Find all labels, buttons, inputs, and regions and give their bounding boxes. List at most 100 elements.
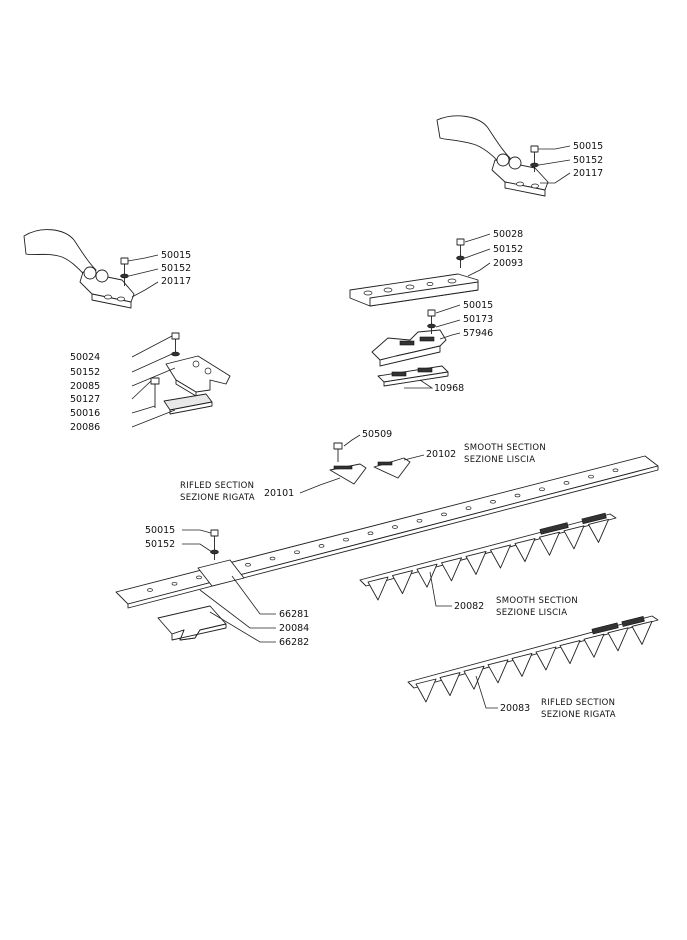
bar-hole	[318, 544, 325, 548]
blade-tooth	[439, 672, 461, 697]
label-50173: 50173	[463, 314, 493, 325]
label-20102: 20102	[426, 449, 456, 460]
label-50028: 50028	[493, 229, 523, 240]
section-rifled-small	[329, 463, 367, 485]
top-right-leaders	[538, 145, 571, 184]
blade-tooth	[631, 620, 653, 645]
leader-20082	[429, 571, 452, 607]
blade-tooth	[416, 563, 438, 588]
blade-tooth	[487, 659, 509, 684]
note-rifled-en-bottom: RIFLED SECTION	[541, 698, 615, 708]
label-20117-left: 20117	[161, 276, 191, 287]
label-50152-plate: 50152	[493, 244, 523, 255]
head-assembly-leaders	[131, 335, 176, 428]
blade-tooth	[607, 627, 629, 652]
top-right-clamp-assembly	[436, 115, 549, 197]
leader-20102	[403, 454, 425, 461]
bar-plate-66281	[197, 529, 245, 587]
blade-smooth-20082	[359, 512, 617, 601]
bar-hole	[294, 550, 300, 554]
blade-tooth	[559, 640, 581, 665]
label-20093: 20093	[493, 258, 523, 269]
label-50015-top-right: 50015	[573, 141, 603, 152]
bar-leaders	[182, 529, 276, 643]
bar-hole	[147, 588, 153, 592]
rivet-50509	[333, 434, 361, 462]
blade-rifled-20083	[407, 615, 659, 703]
blade-tooth	[465, 550, 487, 575]
label-50509: 50509	[362, 429, 392, 440]
blade-tooth	[463, 665, 485, 690]
note-smooth-en-top: SMOOTH SECTION	[464, 443, 546, 453]
note-rifled-it-left: SEZIONE RIGATA	[180, 493, 255, 503]
label-66282: 66282	[279, 637, 309, 648]
blade-tooth	[588, 518, 609, 543]
bar-hole	[416, 518, 423, 523]
bar-hole	[514, 493, 521, 498]
blade-tooth	[367, 576, 389, 601]
section-smooth-small	[373, 457, 411, 479]
blade-tooth	[490, 544, 511, 569]
bar-hole	[196, 575, 202, 580]
bar-hole	[343, 537, 349, 542]
label-20085: 20085	[70, 381, 100, 392]
bar-hole	[539, 487, 545, 491]
label-50015-left: 50015	[161, 250, 191, 261]
plate-leaders	[464, 233, 491, 277]
note-rifled-it-bottom: SEZIONE RIGATA	[541, 710, 616, 720]
label-50015-bar: 50015	[145, 525, 175, 536]
leader-20083	[475, 675, 498, 709]
label-20084: 20084	[279, 623, 309, 634]
bar-hole	[392, 525, 398, 529]
label-20101: 20101	[264, 488, 294, 499]
bar-hole	[245, 563, 251, 567]
blade-tooth	[563, 525, 585, 550]
bar-plate-66282	[157, 605, 227, 641]
label-20083: 20083	[500, 703, 530, 714]
label-50152-assy: 50152	[70, 367, 100, 378]
blade-tooth	[514, 538, 536, 563]
bar-hole	[269, 556, 276, 561]
blade-tooth	[441, 557, 462, 582]
cutter-bar-20084	[115, 455, 659, 609]
note-rifled-en-left: RIFLED SECTION	[180, 481, 254, 491]
bar-hole	[563, 481, 570, 485]
mounting-plate-20093	[349, 238, 479, 307]
label-50024: 50024	[70, 352, 100, 363]
blade-tooth	[392, 570, 413, 595]
bar-hole	[490, 500, 496, 504]
note-smooth-it-top: SEZIONE LISCIA	[464, 455, 535, 465]
label-20082: 20082	[454, 601, 484, 612]
label-50152-top-right: 50152	[573, 155, 603, 166]
blade-tooth	[535, 646, 557, 671]
bar-hole	[367, 531, 374, 536]
bar-hole	[441, 512, 447, 517]
blade-tooth	[511, 652, 533, 677]
blade-tooth	[415, 678, 437, 703]
guide-leaders	[404, 304, 461, 389]
label-50152-left: 50152	[161, 263, 191, 274]
label-66281: 66281	[279, 609, 309, 620]
label-10968: 10968	[434, 383, 464, 394]
label-50152-bar: 50152	[145, 539, 175, 550]
note-smooth-en-mid: SMOOTH SECTION	[496, 596, 578, 606]
blade-tooth	[583, 633, 605, 658]
bar-hole	[588, 474, 594, 479]
label-20086: 20086	[70, 422, 100, 433]
label-50015-guide: 50015	[463, 300, 493, 311]
label-50127: 50127	[70, 394, 100, 405]
left-clamp-assembly	[23, 229, 135, 309]
bar-hole	[171, 581, 178, 586]
guide-assembly	[371, 309, 449, 387]
left-clamp-leaders	[127, 254, 159, 298]
bar-hole	[612, 468, 619, 473]
label-50016: 50016	[70, 408, 100, 419]
label-57946: 57946	[463, 328, 493, 339]
head-assembly	[150, 332, 231, 415]
label-20117-top-right: 20117	[573, 168, 603, 179]
bar-hole	[465, 506, 472, 510]
blade-tooth	[539, 531, 560, 556]
leader-20101	[299, 477, 341, 494]
